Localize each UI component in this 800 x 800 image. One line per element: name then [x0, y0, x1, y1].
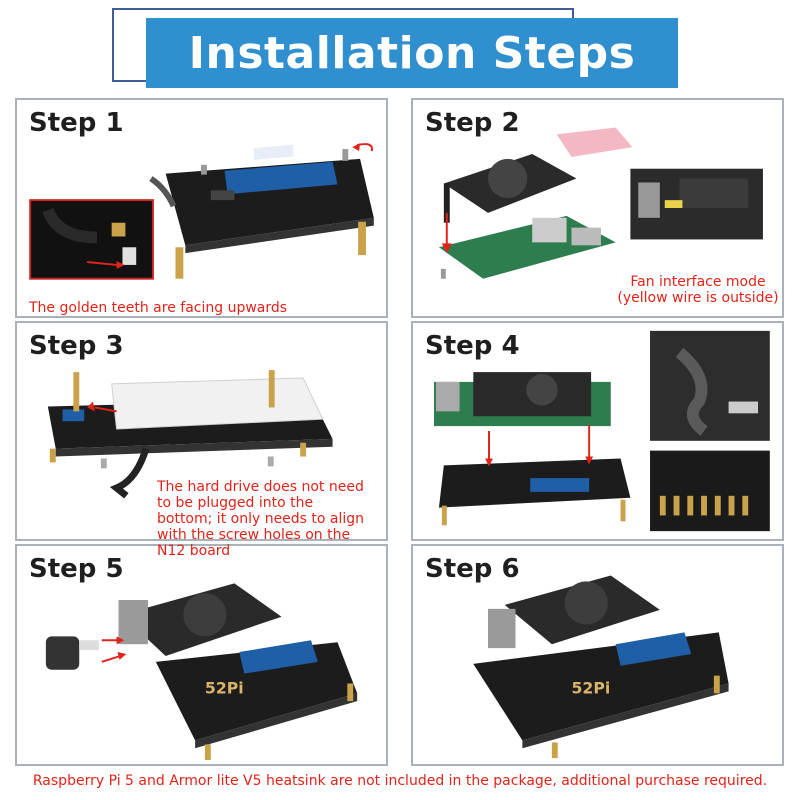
- step-2-note: Fan interface mode (yellow wire is outsi…: [617, 274, 779, 306]
- step-6-label: Step 6: [425, 554, 520, 584]
- step-1-illustration: [29, 143, 374, 280]
- step-2-label: Step 2: [425, 108, 520, 138]
- step-4-panel: Step 4: [411, 321, 784, 541]
- step-5-panel: Step 5 52Pi: [15, 544, 388, 766]
- step-5-brand: 52Pi: [205, 678, 244, 697]
- step-4-illustration: [434, 330, 770, 532]
- step-3-panel: Step 3 The hard drive does not need to b…: [15, 321, 388, 559]
- page-title: Installation Steps: [146, 18, 678, 88]
- footer-disclaimer: Raspberry Pi 5 and Armor lite V5 heatsin…: [32, 773, 768, 789]
- step-3-label: Step 3: [29, 331, 124, 361]
- step-6-brand: 52Pi: [571, 678, 610, 697]
- step-5-label: Step 5: [29, 554, 124, 584]
- step-1-panel: Step 1 The golden teeth are facing upwar…: [15, 98, 388, 318]
- step-4-label: Step 4: [425, 331, 520, 361]
- step-2-illustration: [438, 127, 763, 279]
- step-3-note: The hard drive does not need to be plugg…: [157, 479, 365, 559]
- step-2-panel: Step 2 Fan interface mode (yellow wire i…: [411, 98, 784, 318]
- step-1-label: Step 1: [29, 108, 124, 138]
- step-1-note: The golden teeth are facing upwards: [29, 300, 288, 316]
- step-3-illustration: [47, 370, 333, 499]
- step-6-illustration: 52Pi: [473, 575, 729, 759]
- step-6-panel: Step 6 52Pi: [411, 544, 784, 766]
- step-5-illustration: 52Pi: [45, 583, 358, 761]
